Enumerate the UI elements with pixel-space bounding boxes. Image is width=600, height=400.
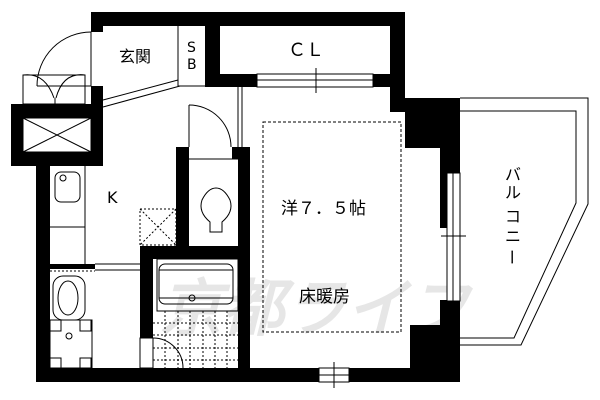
bath-door[interactable] (139, 337, 184, 369)
washbasin (49, 275, 93, 369)
balcony-label: バ ル コ ニ ー (502, 165, 521, 265)
shoe-box-label-b: B (187, 57, 197, 73)
toilet (189, 158, 238, 233)
bottom-window (318, 362, 350, 388)
toilet-door[interactable] (188, 104, 232, 148)
balcony-window (441, 172, 466, 302)
entrance-door[interactable] (36, 31, 92, 87)
svg-text:ー: ー (502, 249, 521, 265)
kitchen-partition (50, 263, 140, 272)
hall-sliding-door[interactable] (237, 87, 247, 210)
closet-label: ＣＬ (288, 40, 324, 61)
svg-text:ニ: ニ (505, 227, 521, 246)
entrance-step (102, 26, 207, 108)
bath-floor-grid (153, 311, 238, 368)
storage-unit (22, 117, 92, 153)
entrance-label: 玄関 (119, 47, 151, 66)
shoe-box-label-s: S (187, 40, 196, 56)
balcony-outline (460, 97, 589, 346)
closet-doors (256, 68, 374, 93)
svg-text:ル: ル (505, 183, 521, 202)
kitchen-counter (50, 166, 86, 264)
floor-heating-area (262, 121, 402, 333)
svg-text:コ: コ (505, 207, 521, 226)
svg-text:バ: バ (505, 165, 521, 184)
washer-space (139, 208, 177, 246)
kitchen-label: K (107, 188, 118, 207)
western-room-label: 洋７．５帖 (281, 199, 366, 219)
floor-heating-label: 床暖房 (299, 287, 350, 307)
bathtub (156, 258, 239, 312)
